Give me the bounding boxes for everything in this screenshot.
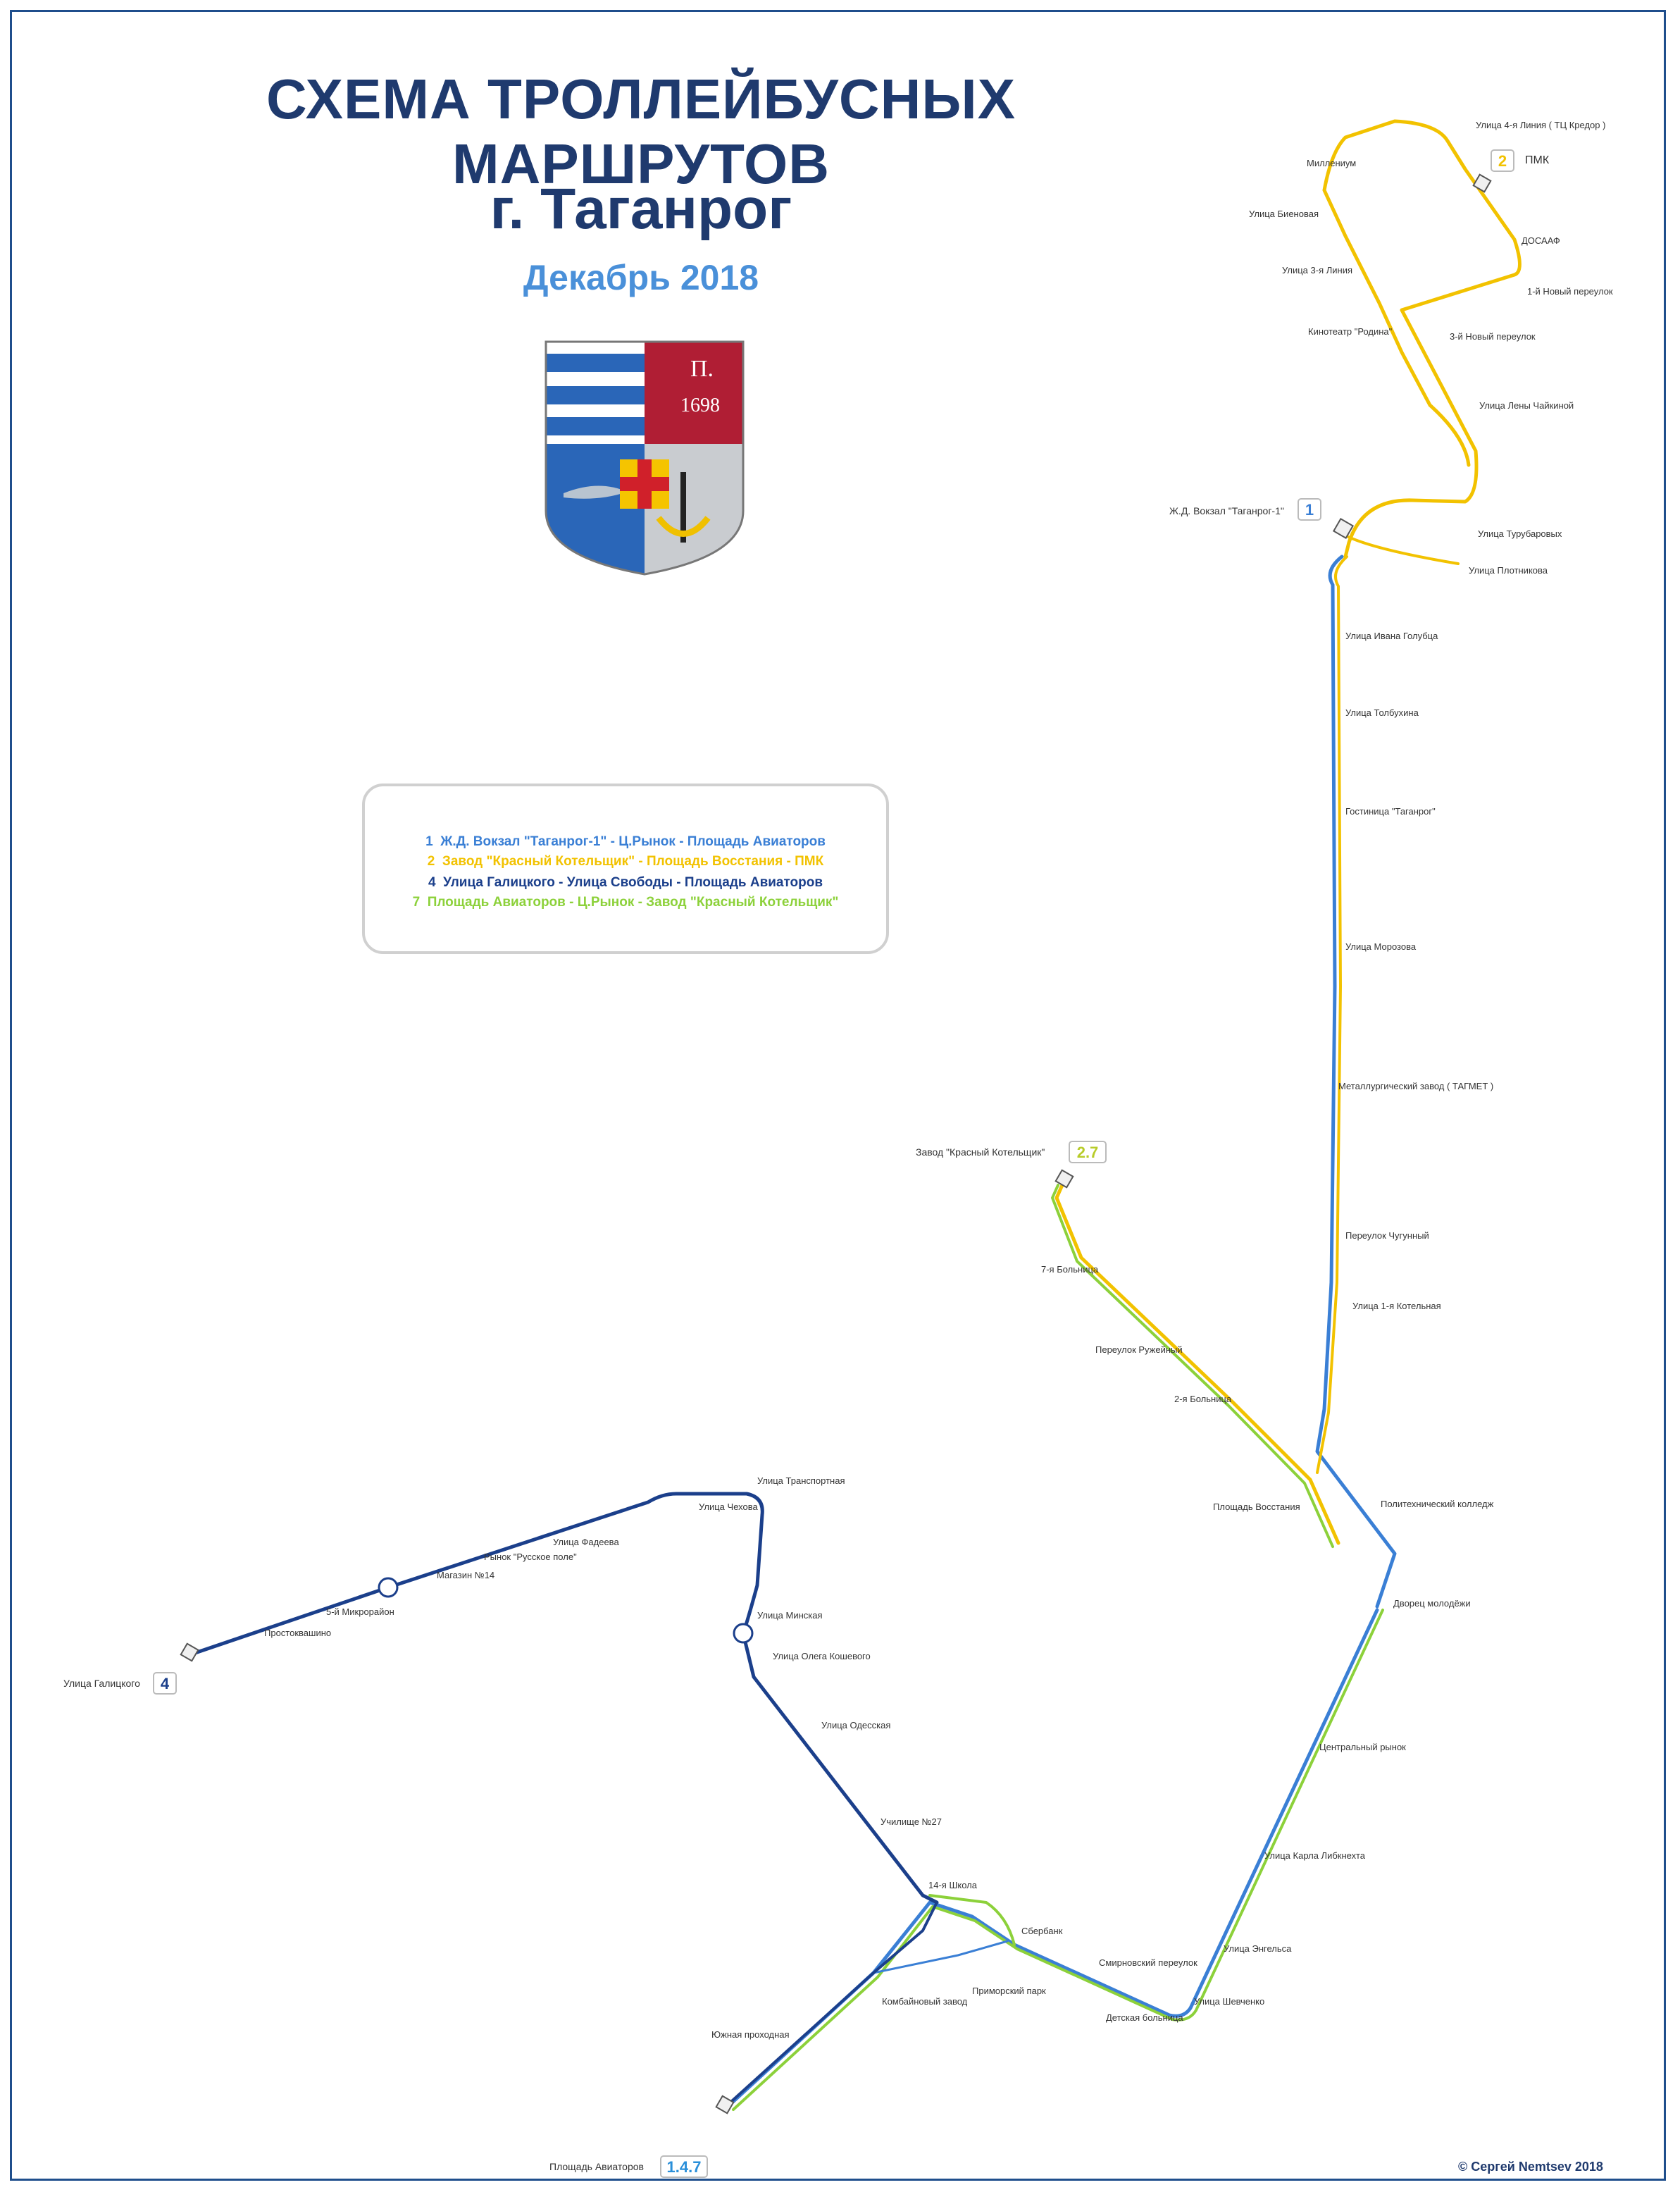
stop-label: Сбербанк <box>1021 1926 1063 1936</box>
stop-label: Смирновский переулок <box>1099 1957 1197 1968</box>
badge-box-kotelshik <box>1069 1141 1107 1163</box>
route-2-loop-south <box>1344 534 1460 565</box>
coat-year: 1698 <box>680 395 720 416</box>
stop-label: 1-й Новый переулок <box>1527 286 1613 297</box>
stop-label: Улица Толбухина <box>1345 707 1419 718</box>
route-1-center <box>727 1608 1379 2107</box>
stop-label: Приморский парк <box>972 1986 1046 1996</box>
stop-label: ДОСААФ <box>1522 235 1560 246</box>
badge-box-galitskogo <box>153 1672 177 1695</box>
stop-label: Улица Энгельса <box>1224 1943 1292 1954</box>
stop-label: Улица 3-я Линия <box>1282 265 1352 275</box>
route-4-south <box>724 1901 938 2108</box>
terminal-icon-pmk <box>1472 173 1492 193</box>
route-legend: 1 Ж.Д. Вокзал "Таганрог-1" - Ц.Рынок - П… <box>362 784 889 954</box>
terminal-label-aviatorov: Площадь Авиаторов <box>549 2161 644 2172</box>
stop-label: Улица Олега Кошевого <box>773 1651 871 1661</box>
badge-aviatorov: 1.4.7 <box>667 2158 702 2176</box>
stop-label: Улица Морозова <box>1345 941 1417 952</box>
stop-label: Переулок Чугунный <box>1345 1230 1429 1241</box>
route-1-main <box>1315 555 1397 1609</box>
stop-label: Улица Ивана Голубца <box>1345 631 1438 641</box>
stop-label: Улица Фадеева <box>553 1537 619 1547</box>
stop-label: Улица Минская <box>757 1610 823 1621</box>
route-2-main <box>1316 555 1348 1474</box>
stop-label: Улица Биеновая <box>1249 209 1319 219</box>
badge-box-pmk <box>1491 149 1514 172</box>
stop-label: Улица Карла Либкнехта <box>1264 1850 1366 1861</box>
route-2-west-branch <box>1054 1183 1340 1545</box>
stop-label: Улица Турубаровых <box>1478 528 1562 539</box>
stop-label: Улица Шевченко <box>1194 1996 1264 2007</box>
stop-label: Южная проходная <box>711 2029 790 2040</box>
terminal-label-pmk: ПМК <box>1525 154 1550 166</box>
stop-label: Площадь Восстания <box>1213 1501 1300 1512</box>
copyright: © Сергей Nemtsev 2018 <box>1458 2160 1603 2174</box>
stop-label: Гостиница "Таганрог" <box>1345 806 1436 817</box>
route-2-north-loop <box>1322 119 1522 559</box>
stop-label: Улица 1-я Котельная <box>1352 1301 1441 1311</box>
map-title: СХЕМА ТРОЛЛЕЙБУСНЫХ МАРШРУТОВ <box>266 68 1016 195</box>
stop-label: Центральный рынок <box>1319 1742 1406 1752</box>
stop-label: Кинотеатр "Родина" <box>1308 326 1393 337</box>
legend-route-2: 2 Завод "Красный Котельщик" - Площадь Во… <box>427 854 824 869</box>
stop-label: 5-й Микрорайон <box>326 1606 394 1617</box>
badge-vokzal: 1 <box>1305 501 1314 519</box>
legend-route-1: 1 Ж.Д. Вокзал "Таганрог-1" - Ц.Рынок - П… <box>425 834 826 849</box>
terminal-label-galitskogo: Улица Галицкого <box>63 1678 140 1689</box>
route-1-school-loop <box>928 1894 1016 1946</box>
stop-label: Улица 4-я Линия ( ТЦ Кредор ) <box>1476 120 1605 130</box>
stop-label: 14-я Школа <box>928 1880 978 1890</box>
stop-label: 7-я Больница <box>1041 1264 1099 1275</box>
stop-label: 2-я Больница <box>1174 1394 1232 1404</box>
route-1-school-loop-2 <box>872 1940 1009 1974</box>
stop-label: Улица Лены Чайкиной <box>1479 400 1574 411</box>
stop-label: Миллениум <box>1307 158 1356 168</box>
stop-label: Улица Транспортная <box>757 1475 845 1486</box>
stop-label: Училище №27 <box>881 1816 942 1827</box>
terminal-label-vokzal: Ж.Д. Вокзал "Таганрог-1" <box>1169 505 1284 516</box>
badge-box-vokzal <box>1298 498 1321 521</box>
map-border <box>10 10 1666 2181</box>
stop-label: Улица Одесская <box>821 1720 890 1730</box>
legend-route-7: 7 Площадь Авиаторов - Ц.Рынок - Завод "К… <box>412 895 839 910</box>
stop-label: Улица Чехова <box>699 1501 758 1512</box>
coat-of-arms-icon <box>545 340 745 576</box>
stop-label: Переулок Ружейный <box>1095 1344 1183 1355</box>
terminal-icon-galitskogo <box>180 1642 199 1662</box>
route-7-west-branch <box>1051 1184 1334 1548</box>
map-date: Декабрь 2018 <box>523 258 759 297</box>
legend-route-4: 4 Улица Галицкого - Улица Свободы - Площ… <box>428 875 823 890</box>
badge-kotelshik: 2.7 <box>1077 1144 1099 1161</box>
stop-label: Простоквашино <box>264 1628 331 1638</box>
terminal-icon-aviatorov <box>715 2095 735 2114</box>
badge-galitskogo: 4 <box>161 1675 170 1692</box>
stop-label: Комбайновый завод <box>882 1996 968 2007</box>
stop-label: Рынок "Русское поле" <box>484 1552 577 1562</box>
stop-label: Улица Плотникова <box>1469 565 1548 576</box>
route-7-center <box>732 1609 1384 2111</box>
stop-label: Детская больница <box>1106 2012 1183 2023</box>
stop-label: Дворец молодёжи <box>1393 1598 1471 1609</box>
turning-circle-5mkr <box>378 1577 399 1598</box>
terminal-label-kotelshik: Завод "Красный Котельщик" <box>916 1146 1045 1158</box>
stop-label: Металлургический завод ( ТАГМЕТ ) <box>1338 1081 1493 1091</box>
terminal-icon-kotelshik <box>1054 1169 1074 1189</box>
stop-label: 3-й Новый переулок <box>1450 331 1536 342</box>
terminal-icon-vokzal <box>1332 517 1355 540</box>
turning-circle-minskaya <box>733 1623 754 1644</box>
coat-letter: П. <box>690 356 714 382</box>
stop-label: Политехнический колледж <box>1381 1499 1494 1509</box>
stop-label: Магазин №14 <box>437 1570 494 1580</box>
badge-pmk: 2 <box>1498 152 1507 170</box>
city-name: г. Таганрог <box>490 177 792 241</box>
badge-box-aviatorov <box>660 2155 708 2178</box>
